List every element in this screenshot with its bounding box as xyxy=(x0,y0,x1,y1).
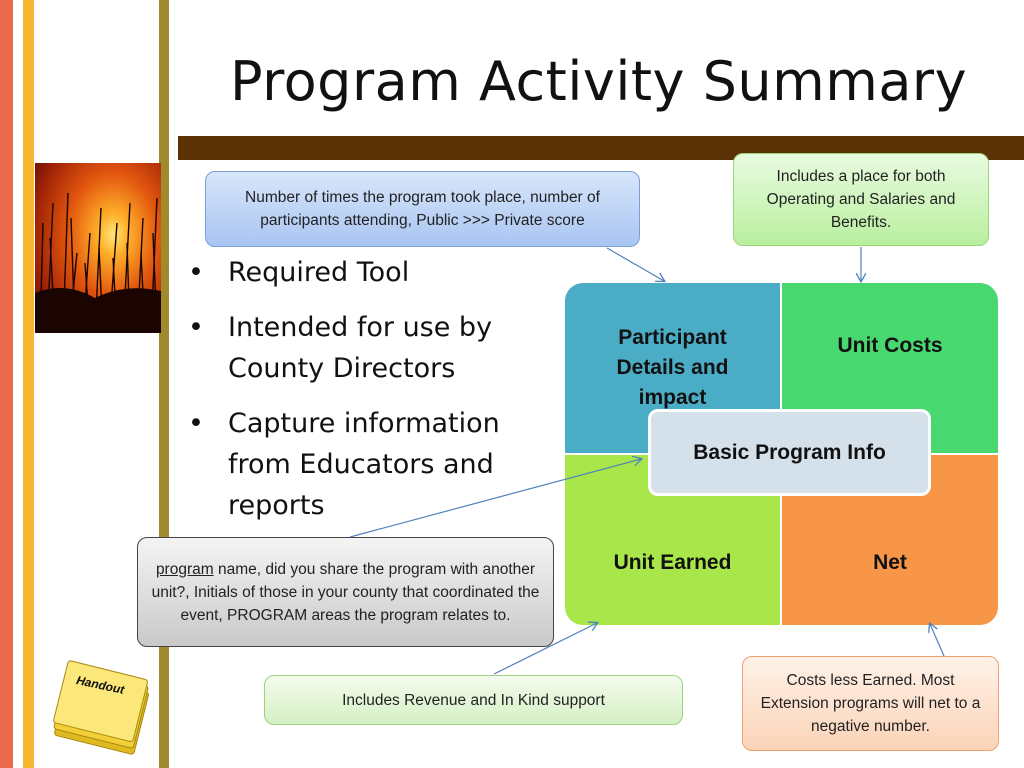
arrow-to-net xyxy=(930,624,944,656)
handout-icon: Handout xyxy=(48,660,158,755)
arrow-to-participant-details xyxy=(607,248,664,281)
arrow-to-unit-earned xyxy=(494,623,597,674)
arrow-to-basic-program-info xyxy=(350,459,641,537)
